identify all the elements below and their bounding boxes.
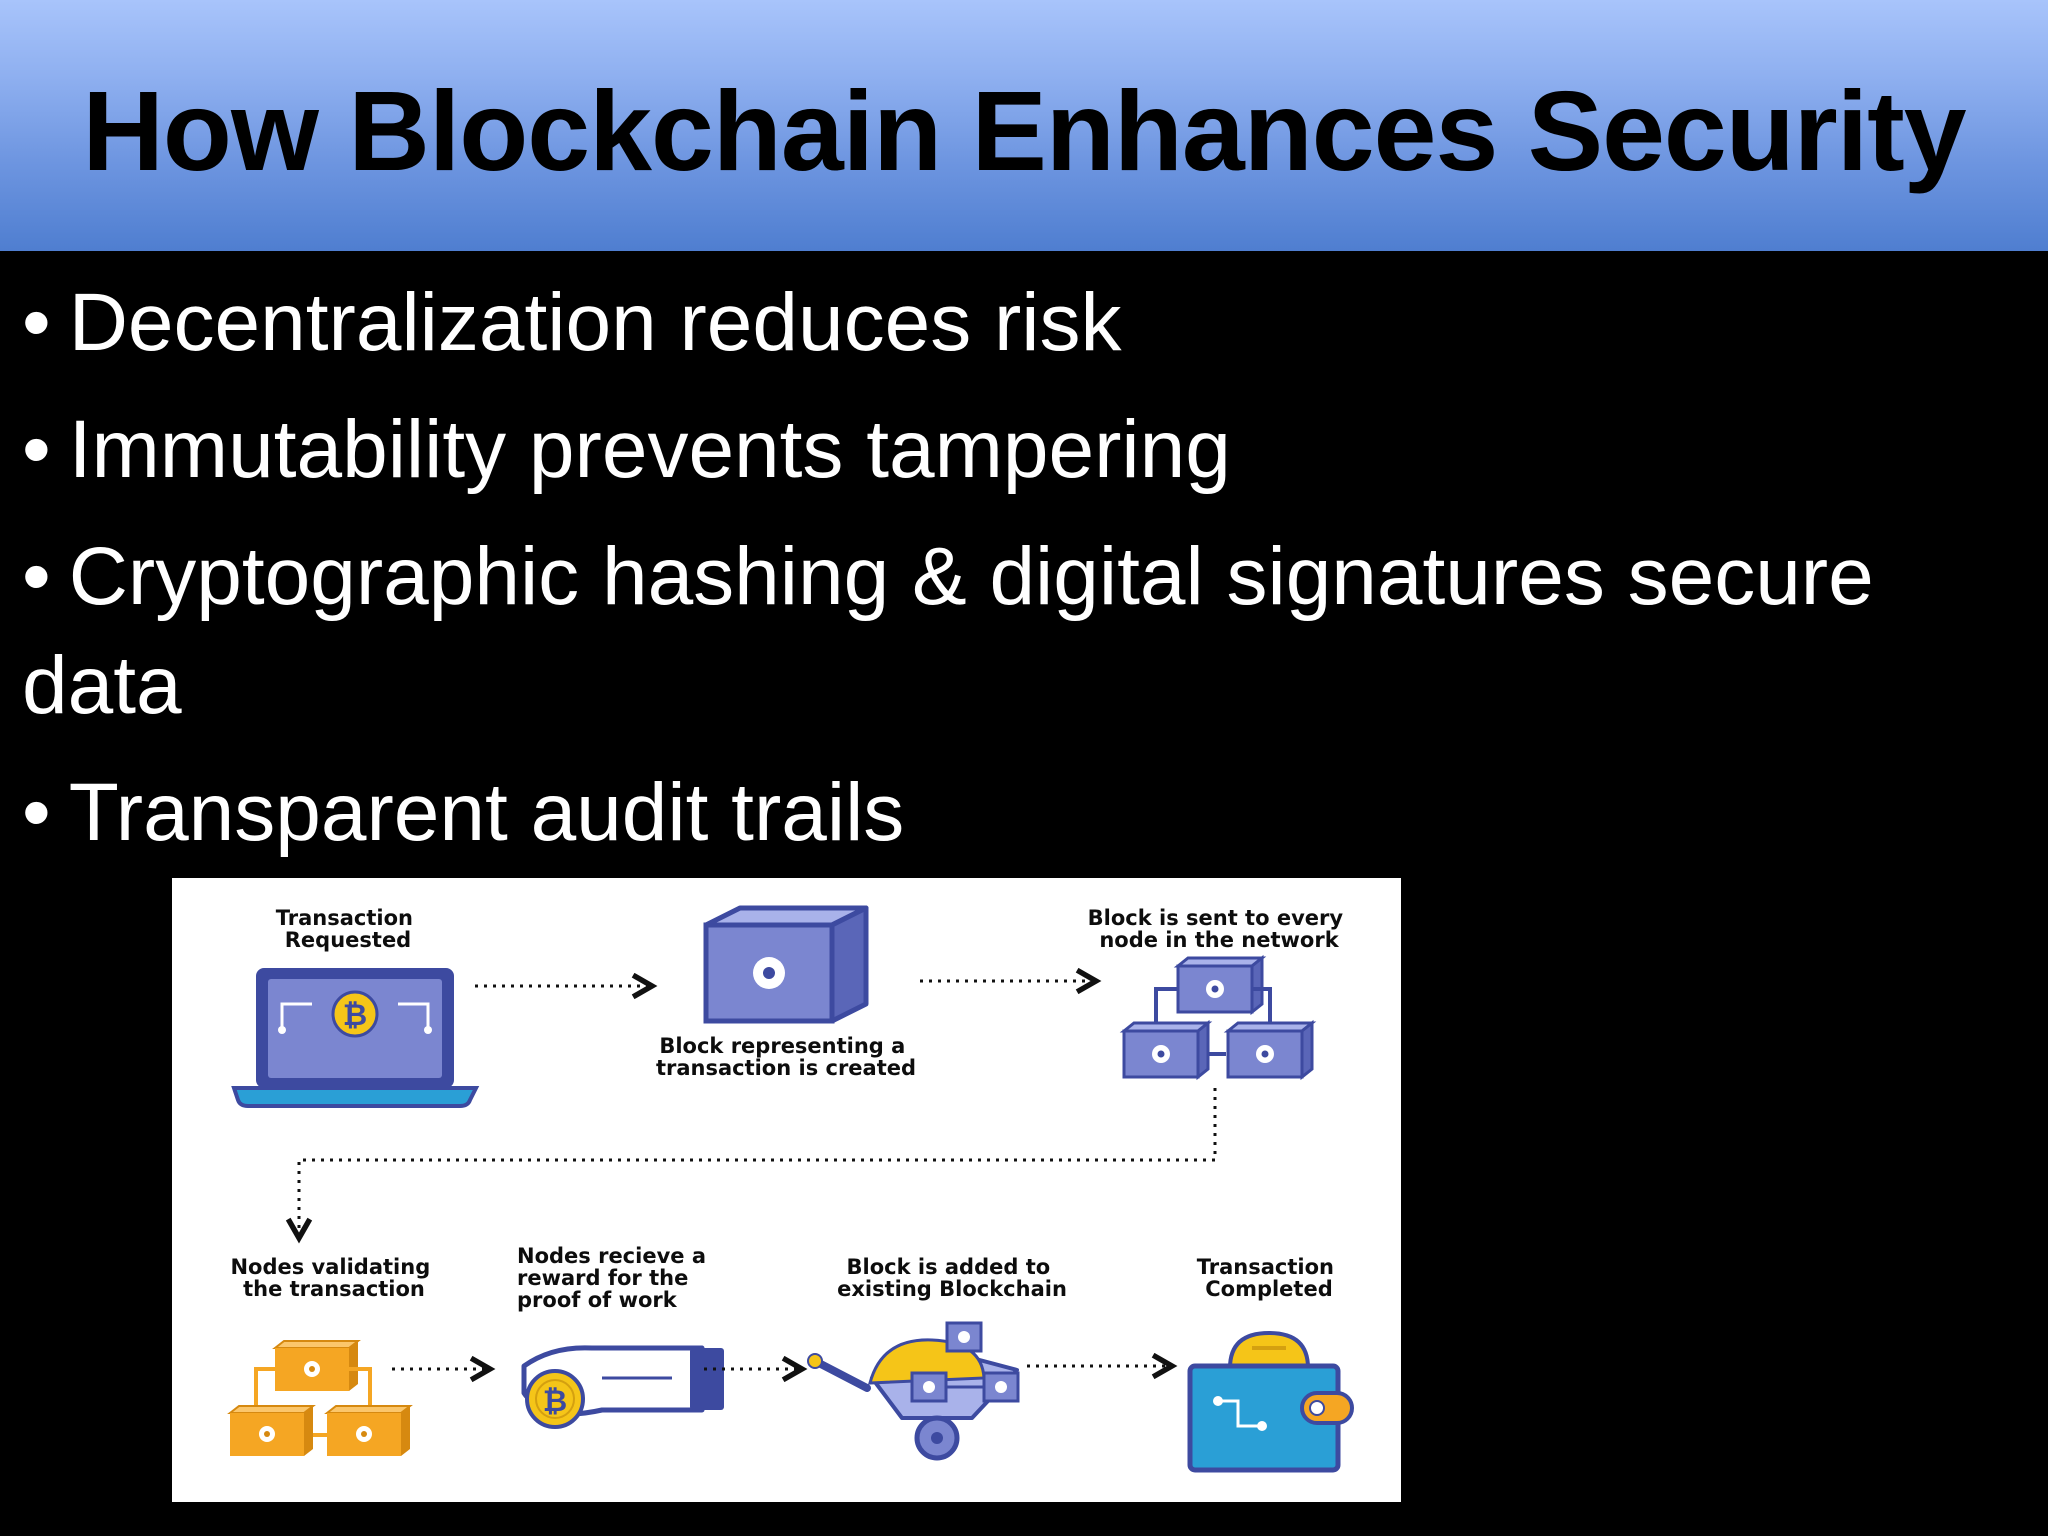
hand-coin-icon: ₿ (521, 1345, 724, 1429)
laptop-bitcoin-icon: ₿ (231, 968, 480, 1108)
bullet-dot: • (22, 404, 51, 495)
step-requested-label: Transaction Requested (276, 906, 421, 952)
block-cube-icon (703, 905, 869, 1024)
step-validating-label: Nodes validating the transaction (230, 1255, 437, 1301)
bullet-text: Cryptographic hashing & digital signatur… (22, 531, 1874, 731)
bullet-text: Immutability prevents tampering (68, 404, 1231, 495)
bullet-text: Transparent audit trails (68, 767, 905, 858)
bullet-dot: • (22, 277, 51, 368)
title-bar: How Blockchain Enhances Security (0, 0, 2048, 251)
wallet-icon (1187, 1330, 1354, 1473)
step-completed-label: Transaction Completed (1197, 1255, 1342, 1301)
bullet-item: •Immutability prevents tampering (22, 395, 2022, 504)
bullet-item: •Cryptographic hashing & digital signatu… (22, 522, 2022, 740)
bullet-dot: • (22, 767, 51, 858)
bullet-item: •Transparent audit trails (22, 758, 2022, 867)
svg-text:₿: ₿ (543, 1384, 567, 1419)
bullet-item: •Decentralization reduces risk (22, 268, 2022, 377)
slide-title: How Blockchain Enhances Security (82, 67, 1966, 194)
orange-nodes-icon (227, 1340, 413, 1456)
step-added-label: Block is added to existing Blockchain (837, 1255, 1067, 1301)
bullet-dot: • (22, 531, 51, 622)
step-reward-label: Nodes recieve a reward for the proof of … (517, 1244, 713, 1312)
step-sent-label: Block is sent to every node in the netwo… (1088, 906, 1351, 952)
blockchain-process-diagram: Transaction Requested Block representing… (172, 878, 1401, 1502)
wheelbarrow-coin-icon (807, 1321, 1020, 1461)
network-blocks-icon (1119, 954, 1317, 1081)
bullet-text: Decentralization reduces risk (68, 277, 1122, 368)
svg-text:₿: ₿ (343, 998, 367, 1033)
bullet-list: •Decentralization reduces risk •Immutabi… (22, 268, 2022, 885)
step-created-label: Block representing a transaction is crea… (656, 1034, 916, 1080)
